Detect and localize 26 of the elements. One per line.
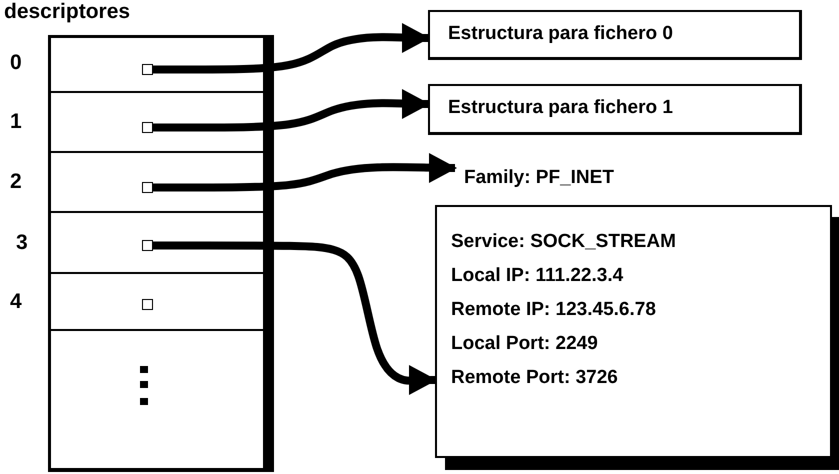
arrow: [153, 153, 457, 192]
pointer-square: [142, 182, 153, 193]
row-index: 4: [10, 290, 22, 314]
pointer-square: [142, 64, 153, 75]
field-label: Service: SOCK_STREAM: [451, 231, 676, 253]
arrow: [153, 242, 437, 395]
row-index: 0: [10, 51, 22, 75]
field-label: Local Port: 2249: [451, 333, 598, 355]
structure-label: Estructura para fichero 0: [448, 23, 673, 45]
field-label: Local IP: 111.22.3.4: [451, 265, 624, 287]
arrow: [153, 23, 430, 74]
field-label: Remote IP: 123.45.6.78: [451, 299, 656, 321]
file-structure-box: [428, 84, 802, 135]
row-index: 2: [10, 170, 22, 194]
pointer-square: [142, 240, 153, 251]
row-index: 1: [10, 110, 22, 134]
pointer-square: [142, 122, 153, 133]
descriptor-table: [48, 35, 274, 472]
pointer-square: [142, 299, 153, 310]
structure-label: Estructura para fichero 1: [448, 97, 673, 119]
diagram-title: descriptores: [4, 0, 130, 24]
arrow: [153, 89, 430, 132]
heading-label: Family: PF_INET: [464, 167, 614, 189]
field-label: Remote Port: 3726: [451, 367, 618, 389]
file-structure-box: [428, 10, 802, 60]
row-index: 3: [16, 230, 28, 254]
